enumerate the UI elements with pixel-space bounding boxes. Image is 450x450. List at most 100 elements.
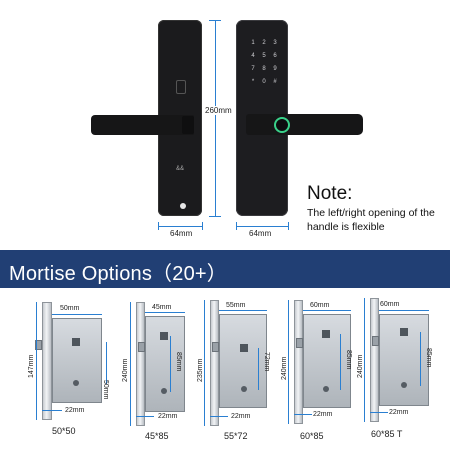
mortise-side-dim-label: 85mm: [345, 350, 352, 370]
front-width-label: 64mm: [170, 229, 193, 238]
mortise-height-dim-line: [36, 302, 37, 420]
mortise-case: [52, 318, 102, 403]
mortise-55x72: 55mm 72mm 235mm 22mm: [197, 300, 278, 428]
lock-front-handle-tip: [182, 116, 194, 134]
mortise-spindle-hole: [240, 344, 248, 352]
keyhole-icon: [180, 203, 186, 209]
mortise-height-dim-line: [364, 298, 365, 422]
mortise-backset-dim-line: [210, 416, 228, 417]
mortise-height-dim-label: 235mm: [197, 358, 204, 382]
mortise-spindle-hole: [72, 338, 80, 346]
mortise-spindle-hole: [400, 328, 408, 336]
lock-front-cylinder: [176, 80, 186, 94]
mortise-top-dim-line: [219, 310, 267, 311]
mortise-height-dim-label: 240mm: [357, 354, 364, 378]
mortise-spindle-hole: [160, 332, 168, 340]
keypad-key: 8: [262, 66, 266, 72]
mortise-backset-dim-line: [42, 410, 62, 411]
mortise-side-dim-line: [258, 348, 259, 390]
mortise-cylinder-hole: [161, 388, 167, 394]
back-width-label: 64mm: [249, 229, 272, 238]
lock-back-handle: [246, 114, 363, 135]
banner-title: Mortise Options（20+）: [9, 263, 227, 285]
mortise-caption: 60*85: [300, 431, 324, 441]
mortise-45x85: 45mm 85mm 240mm 22mm: [122, 302, 197, 428]
height-dimension-label: 260mm: [205, 106, 232, 115]
mortise-faceplate: [294, 300, 303, 424]
mortise-latch: [212, 342, 219, 352]
mortise-top-dim-label: 60mm: [380, 301, 400, 308]
mortise-backset-dim-line: [370, 412, 388, 413]
mortise-cylinder-hole: [323, 386, 329, 392]
mortise-faceplate: [370, 298, 379, 422]
back-width-tick-left: [236, 222, 237, 230]
keypad-key: 6: [273, 53, 277, 59]
mortise-caption: 50*50: [52, 426, 76, 436]
mortise-latch: [138, 342, 145, 352]
note-title: Note:: [307, 183, 353, 204]
mortise-case: [219, 314, 267, 408]
mortise-side-dim-label: 85mm: [175, 352, 182, 372]
mortise-side-dim-line: [170, 336, 171, 392]
mortise-faceplate: [210, 300, 219, 426]
mortise-top-dim-label: 60mm: [310, 302, 330, 309]
mortise-options-area: 50mm 50mm 147mm 22mm 50*50 45mm 85mm 240…: [0, 288, 450, 450]
mortise-top-dim-line: [52, 314, 102, 315]
mortise-spindle-hole: [322, 330, 330, 338]
mortise-side-dim-line: [106, 342, 107, 384]
mortise-side-dim-label: 50mm: [102, 380, 109, 400]
mortise-cylinder-hole: [401, 382, 407, 388]
mortise-side-dim-line: [420, 332, 421, 386]
mortise-backset-dim-line: [136, 416, 154, 417]
mortise-caption: 55*72: [224, 431, 248, 441]
mortise-height-dim-label: 147mm: [28, 354, 35, 378]
keypad-key: #: [273, 79, 277, 85]
keypad: 1 2 3 4 5 6 7 8 9 * 0 #: [249, 40, 279, 90]
mortise-50x50: 50mm 50mm 147mm 22mm: [28, 302, 115, 422]
mortise-height-dim-line: [204, 300, 205, 426]
height-dimension-line: [215, 20, 216, 216]
product-photo-area: 260mm && 1 2 3 4 5 6 7 8 9 * 0 # 64mm 64…: [91, 20, 435, 238]
mortise-side-dim-line: [340, 334, 341, 390]
lock-front-handle: [91, 115, 194, 135]
mortise-top-dim-label: 50mm: [60, 305, 80, 312]
keypad-key: *: [251, 79, 255, 85]
mortise-height-dim-line: [288, 300, 289, 424]
mortise-height-dim-line: [130, 302, 131, 426]
mortise-backset-dim-label: 22mm: [158, 413, 178, 420]
mortise-60x85-t: 60mm 85mm 240mm 22mm: [357, 298, 443, 426]
front-width-dimension-line: [158, 226, 202, 227]
keypad-key: 0: [262, 79, 266, 85]
mortise-top-dim-label: 55mm: [226, 302, 246, 309]
mortise-options-banner: Mortise Options（20+）: [0, 250, 450, 288]
mortise-caption: 60*85 T: [371, 429, 403, 439]
mortise-60x85: 60mm 85mm 240mm 22mm: [281, 300, 362, 428]
mortise-faceplate: [136, 302, 145, 426]
mortise-top-dim-label: 45mm: [152, 304, 172, 311]
note-body: The left/right opening of the handle is …: [307, 207, 435, 233]
keypad-key: 2: [262, 40, 266, 46]
keypad-key: 1: [251, 40, 255, 46]
mortise-faceplate: [42, 302, 52, 420]
keypad-key: 5: [262, 53, 266, 59]
mortise-top-dim-line: [145, 312, 185, 313]
mortise-latch: [296, 338, 303, 348]
keypad-key: 7: [251, 66, 255, 72]
mortise-side-dim-label: 72mm: [263, 352, 270, 372]
keypad-key: 3: [273, 40, 277, 46]
mortise-backset-dim-label: 22mm: [231, 413, 251, 420]
mortise-backset-dim-label: 22mm: [389, 409, 409, 416]
keypad-key: 4: [251, 53, 255, 59]
keypad-key: 9: [273, 66, 277, 72]
mortise-side-dim-label: 85mm: [425, 348, 432, 368]
front-width-tick-left: [158, 222, 159, 230]
mortise-height-dim-label: 240mm: [281, 356, 288, 380]
mortise-top-dim-line: [379, 310, 429, 311]
mortise-backset-dim-label: 22mm: [313, 411, 333, 418]
mortise-caption: 45*85: [145, 431, 169, 441]
height-dimension-tick-bottom: [209, 216, 221, 217]
mortise-cylinder-hole: [73, 380, 79, 386]
mortise-case: [303, 314, 351, 408]
mortise-backset-dim-label: 22mm: [65, 407, 85, 414]
lock-front-logo: &&: [175, 166, 184, 172]
